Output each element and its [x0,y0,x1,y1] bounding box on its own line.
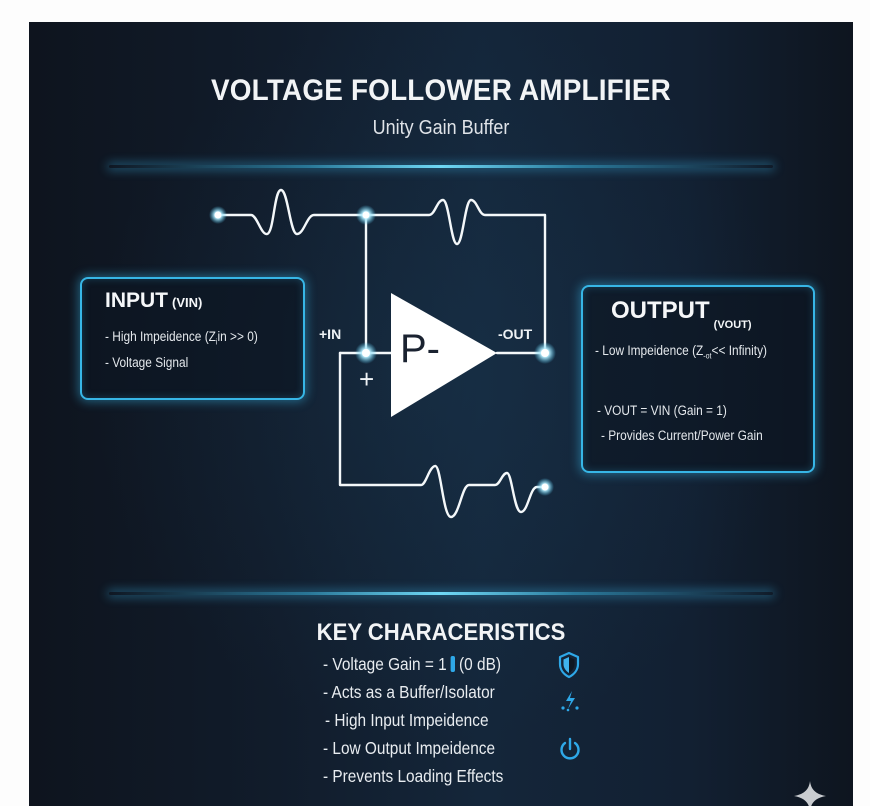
page-subtitle: Unity Gain Buffer [372,117,510,139]
output-box: OUTPUT(VOUT) - Low Impeidence (Z-ot<< In… [581,285,815,473]
diagram-panel: VOLTAGE FOLLOWER AMPLIFIER Unity Gain Bu… [29,22,853,806]
opamp-label: P- [400,327,440,371]
output-line-power: - Provides Current/Power Gain [601,428,763,443]
output-line-gain: - VOUT = VIN (Gain = 1) [597,403,727,418]
output-title: OUTPUT(VOUT) [611,297,752,331]
power-icon [560,737,580,760]
key-characteristics-title: KEY CHARACERISTICS [316,619,566,646]
opamp-triangle [391,293,497,417]
input-line-impedance: - High Impeidence (Ziin >> 0) [105,329,258,347]
page-title: VOLTAGE FOLLOWER AMPLIFIER [210,74,671,107]
shield-icon [558,651,580,679]
key-item-high-input: - High Input Impeidence [325,710,489,730]
circuit-wires [209,188,589,519]
plus-in-label: +IN [319,326,342,342]
bottom-glow-divider [109,592,773,595]
output-line-impedance: - Low Impeidence (Z-ot<< Infinity) [595,343,767,361]
key-item-low-output: - Low Output Impeidence [323,738,496,758]
input-box: INPUT(VIN) - High Impeidence (Ziin >> 0)… [80,277,305,400]
gain-indicator-bar [450,656,455,672]
lightning-icon [561,691,579,712]
top-glow-divider [109,165,773,168]
key-item-gain: - Voltage Gain = 1(0 dB) [323,654,501,674]
key-item-buffer: - Acts as a Buffer/Isolator [323,682,495,702]
minus-out-label: -OUT [498,326,533,342]
plus-sign: + [359,364,375,394]
input-line-signal: - Voltage Signal [105,355,189,370]
input-title: INPUT(VIN) [105,289,203,312]
sparkle-icon [794,781,826,806]
key-item-loading: - Prevents Loading Effects [323,766,504,786]
